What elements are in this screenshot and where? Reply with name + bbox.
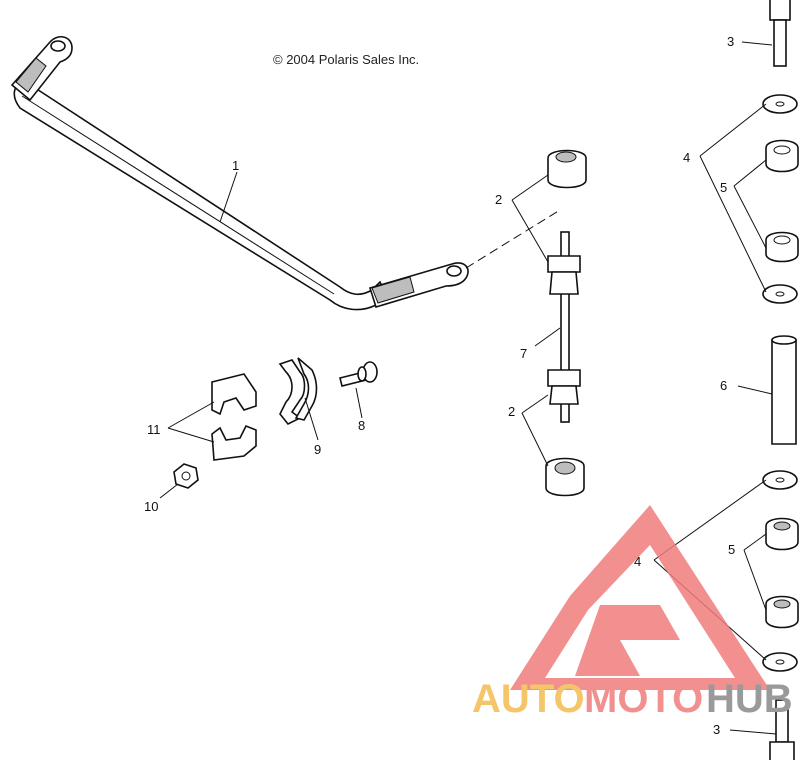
bushing-lower-1	[765, 517, 799, 551]
bushing-bottom	[545, 457, 585, 497]
washer-upper-1	[762, 94, 798, 114]
watermark-hub: HUB	[706, 677, 793, 721]
callout-3-top: 3	[727, 34, 734, 49]
callout-4-top: 4	[683, 150, 690, 165]
bushing-lower-2	[765, 595, 799, 629]
callout-3-bottom: 3	[713, 722, 720, 737]
callout-6: 6	[720, 378, 727, 393]
bushing-top	[547, 149, 587, 189]
bushing-upper-1	[765, 139, 799, 173]
washer-upper-2	[762, 284, 798, 304]
watermark-moto: MOTO	[584, 677, 703, 721]
stabilizer-bar	[10, 35, 469, 311]
watermark-text: AUTO MOTO HUB	[472, 677, 793, 721]
bolt	[339, 361, 378, 387]
bolt-bottom	[769, 699, 795, 760]
callout-1: 1	[232, 158, 239, 173]
washer-lower-1	[762, 470, 798, 490]
callout-8: 8	[358, 418, 365, 433]
link-rod	[547, 231, 581, 423]
callout-5-bottom: 5	[728, 542, 735, 557]
clamp-bushing	[211, 373, 257, 461]
callout-11: 11	[147, 422, 161, 437]
sleeve	[771, 335, 797, 445]
callout-4-bottom: 4	[634, 554, 641, 569]
bolt-top	[769, 0, 791, 67]
nut	[173, 463, 199, 489]
callout-9: 9	[314, 442, 321, 457]
callout-5-top: 5	[720, 180, 727, 195]
clamp-bracket	[278, 357, 318, 426]
copyright-text: © 2004 Polaris Sales Inc.	[273, 52, 419, 67]
callout-2-bottom: 2	[508, 404, 515, 419]
callout-2-top: 2	[495, 192, 502, 207]
bushing-upper-2	[765, 231, 799, 263]
washer-lower-2	[762, 652, 798, 672]
watermark-auto: AUTO	[472, 677, 585, 721]
watermark-logo	[510, 505, 770, 690]
callout-10: 10	[144, 499, 158, 514]
callout-7: 7	[520, 346, 527, 361]
